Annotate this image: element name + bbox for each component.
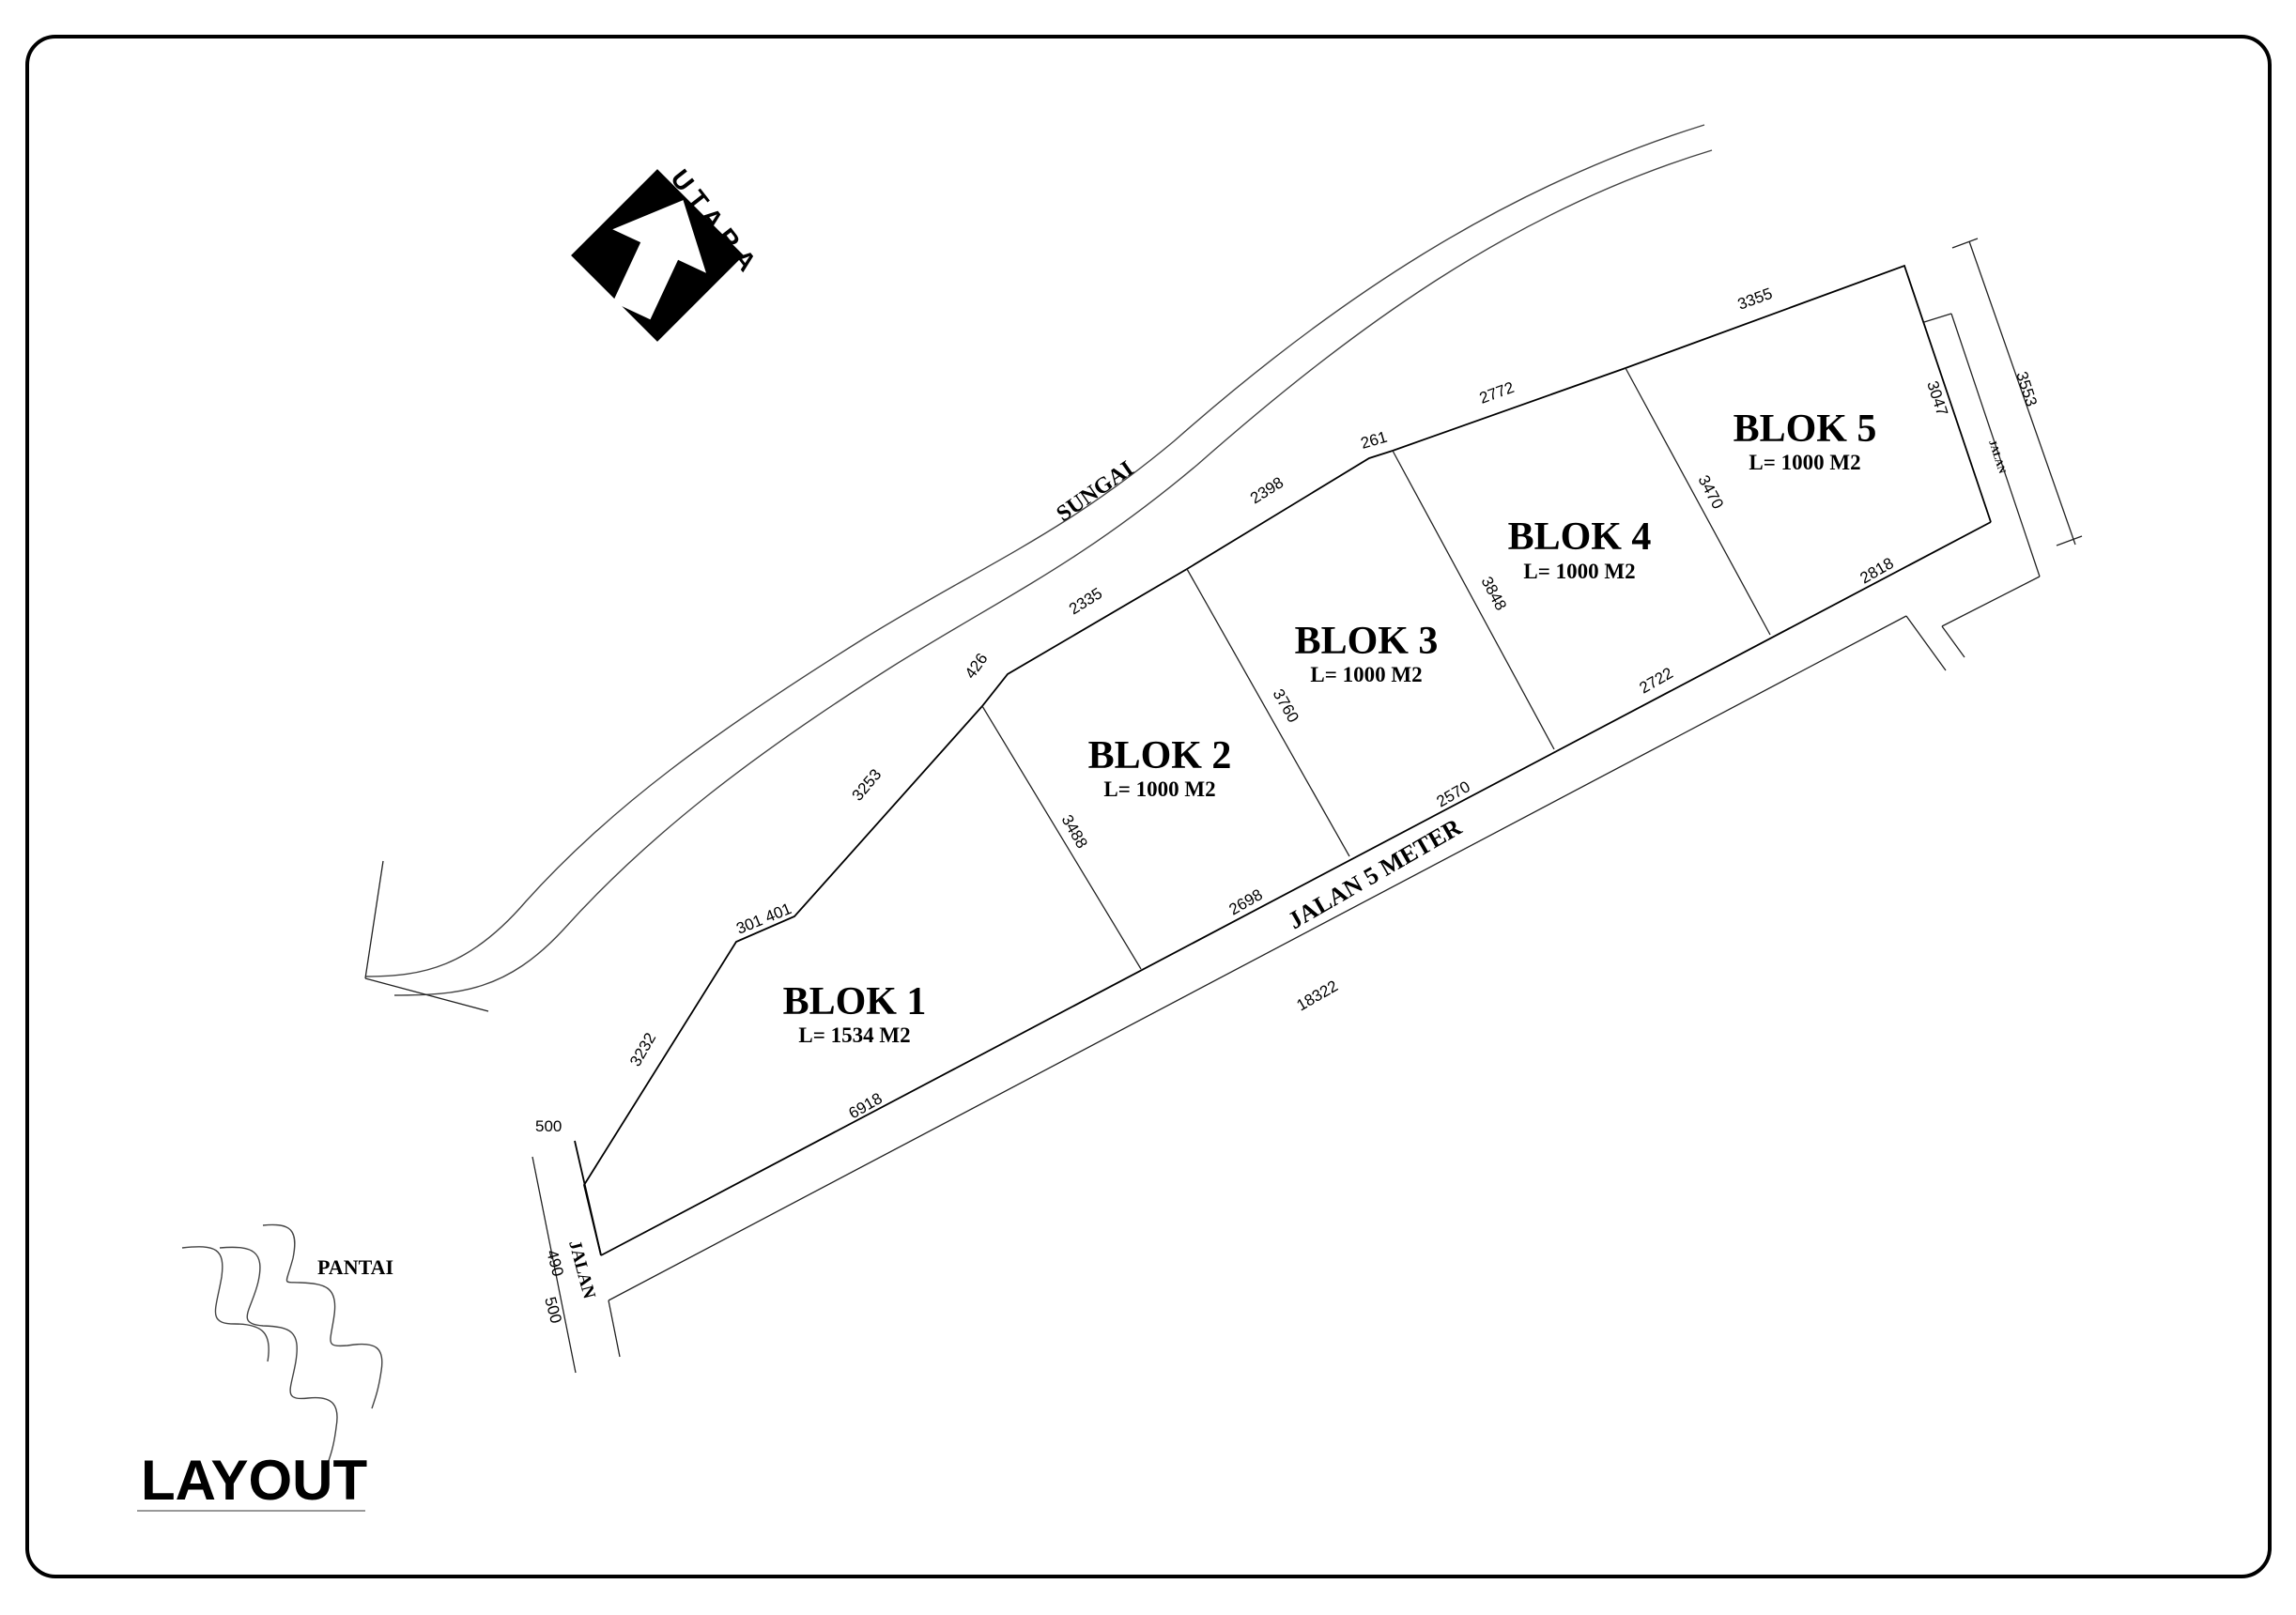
dimension-line-3553 [1951, 238, 2083, 546]
dim-blok1-short: 301 401 [733, 900, 794, 938]
dim-blok3-top: 2398 [1247, 473, 1287, 507]
blok-2-name: BLOK 2 [1088, 734, 1232, 777]
dim-blok4-top: 2772 [1477, 378, 1517, 408]
river [364, 124, 1713, 1012]
beach-wave-icon [181, 1223, 383, 1475]
drawing-frame [25, 35, 2272, 1578]
right-road-label: JALAN [1986, 438, 2008, 475]
blok-2: BLOK 2 L= 1000 M2 [1088, 734, 1232, 801]
dim-blok1-short-a: 301 [733, 911, 764, 937]
main-road [600, 313, 2041, 1358]
blok-5: BLOK 5 L= 1000 M2 [1734, 408, 1877, 474]
dim-div-1-2: 3488 [1058, 812, 1091, 852]
page-title: LAYOUT [141, 1449, 367, 1512]
divider-blok1-blok2 [981, 705, 1142, 970]
blok-3: BLOK 3 L= 1000 M2 [1295, 620, 1439, 686]
dim-corner-261: 261 [1359, 428, 1390, 453]
dim-div-2-3: 3760 [1270, 686, 1302, 726]
dim-blok1-short-b: 401 [763, 900, 794, 926]
dim-blok1-bottom: 6918 [846, 1089, 886, 1122]
blok-3-name: BLOK 3 [1295, 620, 1439, 663]
blok-5-area: L= 1000 M2 [1749, 451, 1860, 474]
left-road-label: JALAN [564, 1238, 599, 1301]
divider-blok2-blok3 [1186, 568, 1350, 857]
blok-3-area: L= 1000 M2 [1310, 663, 1422, 686]
dim-blok5-right: 3047 [1923, 378, 1951, 418]
dim-road-total: 18322 [1294, 977, 1341, 1014]
blok-4-name: BLOK 4 [1508, 515, 1652, 559]
river-label: SUNGAI [1053, 456, 1138, 527]
dim-corner-426: 426 [962, 650, 992, 682]
divider-blok4-blok5 [1625, 367, 1771, 636]
dim-blok5-top: 3355 [1735, 285, 1775, 314]
dim-blok2-bottom: 2698 [1226, 885, 1266, 918]
dim-left-road-490: 490 [543, 1248, 567, 1278]
divider-blok3-blok4 [1392, 450, 1555, 750]
dim-overall-right: 3553 [2012, 369, 2041, 408]
north-arrow-icon [571, 169, 744, 342]
blok-1: BLOK 1 L= 1534 M2 [783, 980, 927, 1047]
blok-5-name: BLOK 5 [1734, 408, 1877, 451]
dim-blok1-upper: 3253 [849, 765, 886, 804]
blok-4: BLOK 4 L= 1000 M2 [1508, 515, 1652, 583]
beach-label: PANTAI [317, 1255, 393, 1279]
dim-div-3-4: 3848 [1477, 574, 1510, 613]
dim-div-4-5: 3470 [1694, 472, 1727, 512]
lot-boundary [583, 264, 1992, 1256]
dim-blok2-top: 2335 [1066, 584, 1105, 618]
blok-4-area: L= 1000 M2 [1523, 560, 1635, 583]
dim-blok1-left: 3232 [626, 1030, 659, 1069]
blok-1-area: L= 1534 M2 [798, 1023, 910, 1047]
dim-left-road-top: 500 [535, 1117, 562, 1135]
main-road-label: JALAN 5 METER [1284, 813, 1467, 934]
blok-1-name: BLOK 1 [783, 980, 927, 1023]
blok-2-area: L= 1000 M2 [1103, 777, 1215, 801]
